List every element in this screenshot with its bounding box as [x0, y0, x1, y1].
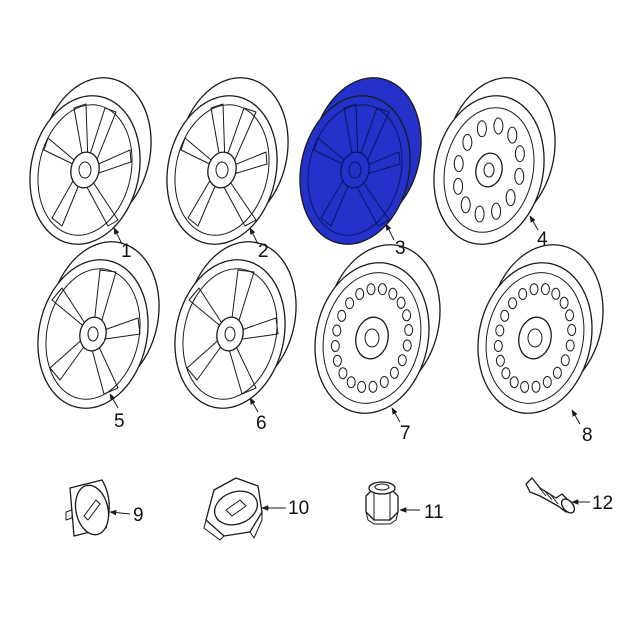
wheel-vent-hole — [514, 145, 525, 163]
wheel-vent-hole — [509, 376, 519, 389]
wheel-vent-hole — [377, 283, 387, 296]
wheel-vent-hole — [567, 324, 577, 336]
callout-1: 1 — [121, 241, 132, 262]
wheel-vent-hole — [476, 120, 487, 138]
callout-leaders — [109, 215, 590, 516]
wheel-6-icon[interactable] — [162, 231, 310, 418]
wheel-vent-hole — [345, 297, 355, 310]
center-cap-icon[interactable] — [65, 479, 113, 538]
wheel-vent-hole — [355, 288, 365, 300]
wheel-vent-hole — [505, 189, 516, 207]
callout-9: 9 — [133, 505, 144, 526]
callout-4: 4 — [537, 229, 548, 250]
wheel-vent-hole — [389, 366, 399, 379]
wheel-vent-hole — [366, 283, 376, 296]
wheel-vent-hole — [388, 287, 398, 300]
callout-7: 7 — [400, 423, 411, 444]
wheel-3-icon[interactable] — [287, 67, 435, 254]
wheel-vent-hole — [531, 380, 541, 393]
hub-cover-icon[interactable] — [203, 477, 263, 541]
wheel-vent-hole — [404, 324, 414, 336]
wheel-vent-hole — [520, 380, 530, 393]
wheel-vent-hole — [552, 366, 562, 379]
callout-8: 8 — [582, 425, 593, 446]
wheel-vent-hole — [330, 340, 340, 352]
wheel-vent-hole — [507, 126, 518, 144]
wheel-vent-hole — [542, 376, 552, 388]
wheel-vent-hole — [495, 324, 505, 337]
wheel-vent-hole — [529, 283, 539, 296]
wheel-vent-hole — [379, 376, 389, 388]
wheel-vent-hole — [560, 354, 570, 367]
callout-2: 2 — [258, 241, 269, 262]
wheel-2-icon[interactable] — [154, 67, 302, 254]
wheel-vent-hole — [357, 380, 367, 393]
wheel-vent-hole — [495, 354, 505, 367]
wheel-vent-hole — [460, 196, 471, 214]
wheel-7-icon[interactable] — [301, 234, 453, 424]
wheel-vent-hole — [501, 367, 511, 380]
wheel-vent-hole — [514, 167, 525, 185]
wheel-vent-hole — [338, 367, 348, 380]
wheel-4-icon[interactable] — [421, 67, 569, 254]
wheel-vent-hole — [332, 324, 342, 337]
callout-labels: 1 2 3 4 5 6 7 8 9 10 11 12 — [114, 229, 613, 526]
wheel-vent-hole — [559, 296, 569, 309]
wheel-vent-hole — [565, 339, 575, 352]
callout-11: 11 — [424, 502, 444, 523]
wheel-vent-hole — [474, 205, 485, 223]
tire-valve-stem-icon[interactable] — [525, 477, 577, 515]
wheel-vent-hole — [493, 117, 504, 135]
wheel-vent-hole — [518, 288, 528, 300]
wheel-vent-hole — [540, 283, 550, 296]
callout-12: 12 — [592, 493, 613, 514]
callout-3: 3 — [395, 238, 406, 259]
wheel-vent-hole — [337, 309, 347, 322]
wheel-vent-hole — [453, 155, 464, 173]
wheel-vent-hole — [397, 354, 407, 367]
wheel-vent-hole — [491, 202, 502, 220]
wheel-vent-hole — [493, 340, 503, 352]
callout-5: 5 — [114, 411, 125, 432]
wheel-vent-hole — [551, 287, 561, 300]
callout-6: 6 — [256, 413, 267, 434]
wheel-vent-hole — [402, 309, 412, 322]
wheel-vent-hole — [508, 297, 518, 310]
wheel-vent-hole — [396, 296, 406, 309]
callout-10: 10 — [288, 498, 309, 519]
wheel-vent-hole — [368, 380, 378, 393]
wheel-vent-hole — [346, 376, 356, 389]
lug-nut-icon[interactable] — [365, 481, 399, 525]
wheel-vent-hole — [565, 309, 575, 322]
wheel-vent-hole — [500, 309, 510, 322]
wheel-vent-hole — [402, 339, 412, 352]
wheel-5-icon[interactable] — [25, 231, 173, 418]
wheel-8-icon[interactable] — [464, 234, 616, 424]
wheel-vent-hole — [453, 177, 464, 195]
wheel-vent-hole — [462, 133, 473, 151]
wheel-1-icon[interactable] — [17, 67, 165, 254]
wheel-vent-hole — [332, 354, 342, 367]
